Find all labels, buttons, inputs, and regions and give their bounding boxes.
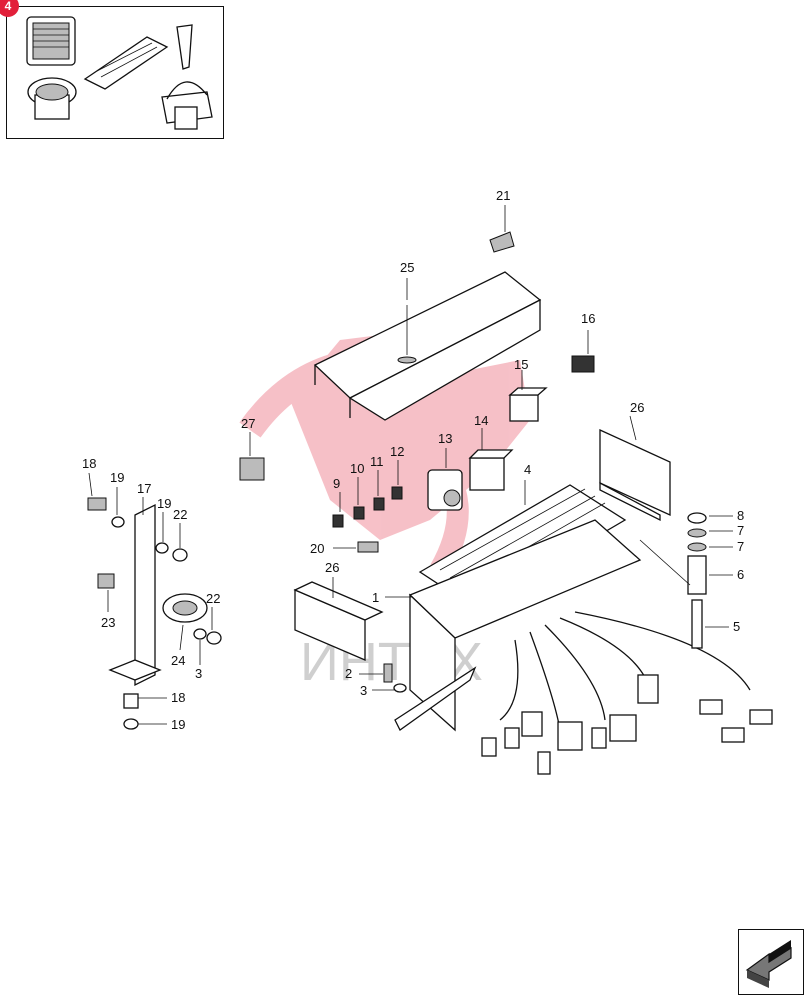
- callout-24: 24: [171, 653, 185, 668]
- callout-11: 11: [370, 454, 384, 469]
- callout-labels: 21 25 16 15 26 27 14 13 12 11 10 9 4 8 7…: [82, 188, 744, 732]
- part-18-23-fasteners[interactable]: [87, 497, 222, 730]
- callout-23: 23: [101, 615, 115, 630]
- callout-15: 15: [514, 357, 528, 372]
- callout-19: 19: [110, 470, 124, 485]
- wiring-harness[interactable]: [481, 611, 773, 775]
- callout-5: 5: [733, 619, 740, 634]
- part-26-bracket-left[interactable]: [293, 581, 384, 661]
- callout-17: 17: [137, 481, 151, 496]
- next-page-arrow-icon: [745, 940, 792, 988]
- callout-27: 27: [241, 416, 255, 431]
- callout-7a: 7: [737, 523, 744, 538]
- part-24-horn[interactable]: [162, 593, 208, 623]
- callout-4: 4: [524, 462, 531, 477]
- callout-14: 14: [474, 413, 488, 428]
- part-5-8-mount-stack[interactable]: [639, 512, 707, 649]
- callout-9: 9: [333, 476, 340, 491]
- part-17-bracket[interactable]: [108, 503, 162, 687]
- callout-26b: 26: [325, 560, 339, 575]
- callout-7b: 7: [737, 539, 744, 554]
- part-26-bracket-right[interactable]: [599, 428, 671, 522]
- leader-lines: [88, 278, 733, 725]
- part-14-relay[interactable]: [468, 428, 514, 491]
- part-1-housing[interactable]: [394, 519, 642, 732]
- callout-6: 6: [737, 567, 744, 582]
- callout-19b: 19: [157, 496, 171, 511]
- callout-3b: 3: [195, 666, 202, 681]
- callout-8: 8: [737, 508, 744, 523]
- part-9-12-fuses[interactable]: [332, 486, 403, 528]
- part-27-fuse[interactable]: [239, 432, 265, 481]
- callout-16: 16: [581, 311, 595, 326]
- part-25-cover[interactable]: [313, 271, 542, 421]
- callout-18: 18: [82, 456, 96, 471]
- callout-21: 21: [496, 188, 510, 203]
- thumbnail-badge: 4: [0, 0, 19, 17]
- callout-2: 2: [345, 666, 352, 681]
- callout-18b: 18: [171, 690, 185, 705]
- callout-3: 3: [360, 683, 367, 698]
- callout-26: 26: [630, 400, 644, 415]
- part-15-relay[interactable]: [508, 370, 548, 422]
- thumbnail-components-icon: [26, 16, 213, 130]
- part-20-fuse[interactable]: [357, 541, 379, 553]
- callout-10: 10: [350, 461, 364, 476]
- part-21-knob[interactable]: [489, 205, 515, 253]
- part-13-buzzer[interactable]: [427, 448, 463, 511]
- callout-20: 20: [310, 541, 324, 556]
- thumbnail-panel[interactable]: 4: [0, 0, 224, 139]
- callout-22: 22: [173, 507, 187, 522]
- next-page-button[interactable]: [738, 929, 804, 995]
- callout-22b: 22: [206, 591, 220, 606]
- callout-25: 25: [400, 260, 414, 275]
- part-2-3-screw-washer[interactable]: [383, 663, 407, 693]
- callout-13: 13: [438, 431, 452, 446]
- callout-12: 12: [390, 444, 404, 459]
- callout-19c: 19: [171, 717, 185, 732]
- part-16-fuse-holder[interactable]: [571, 330, 595, 373]
- callout-1: 1: [372, 590, 379, 605]
